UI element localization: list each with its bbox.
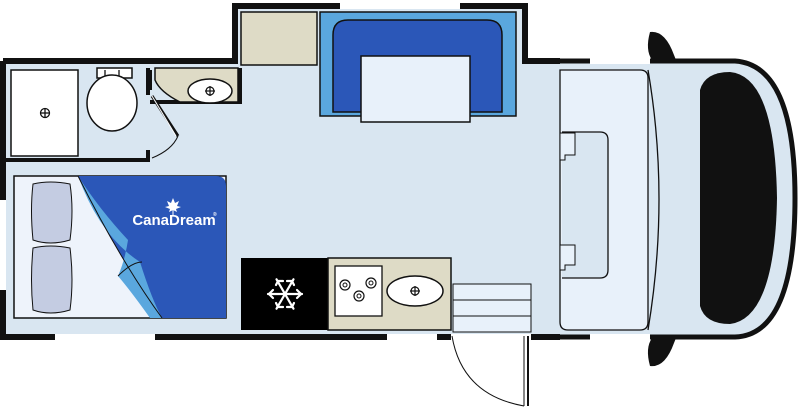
- stove-burner-icon: [365, 277, 377, 289]
- snowflake-icon: [266, 278, 304, 310]
- dashboard: [647, 69, 660, 331]
- maple-leaf-icon: [165, 198, 181, 215]
- bed-cover: [78, 176, 226, 318]
- mirror-icon: [647, 31, 676, 60]
- brand-symbol: ®: [213, 211, 217, 218]
- drain-icon: [205, 86, 215, 96]
- pillow: [31, 245, 73, 314]
- slideout-cabinet: [240, 11, 318, 66]
- dinette: [319, 11, 517, 123]
- mirror-icon: [647, 338, 676, 367]
- entry-steps: [452, 283, 532, 333]
- window-bottom-left: [55, 334, 155, 340]
- window-bottom-mid: [387, 334, 437, 340]
- brand-logo: CanaDream ®: [132, 198, 217, 229]
- windshield: [700, 72, 777, 324]
- stove-burner-icon: [339, 279, 351, 291]
- kitchen-counter: [327, 257, 452, 331]
- window-top-cab: [590, 58, 650, 64]
- window-bottom-cab: [590, 334, 650, 340]
- drain-icon: [410, 286, 420, 296]
- window-top-slide: [340, 3, 460, 9]
- entry-door[interactable]: [451, 334, 531, 407]
- passenger-seat: [562, 131, 609, 279]
- drain-icon: [39, 107, 51, 119]
- bed-cover-fold: [78, 176, 162, 318]
- toilet: [86, 67, 138, 132]
- bed: CanaDream ®: [13, 175, 227, 319]
- window-left: [0, 200, 6, 290]
- armrest: [559, 132, 576, 271]
- bathroom-door[interactable]: [150, 95, 180, 159]
- brand-text: CanaDream: [132, 212, 215, 229]
- stove-burner-icon: [353, 290, 365, 302]
- bathroom-divider: [146, 70, 152, 90]
- pillow: [31, 181, 73, 244]
- bathroom-sink: [154, 67, 239, 104]
- refrigerator: [241, 258, 328, 330]
